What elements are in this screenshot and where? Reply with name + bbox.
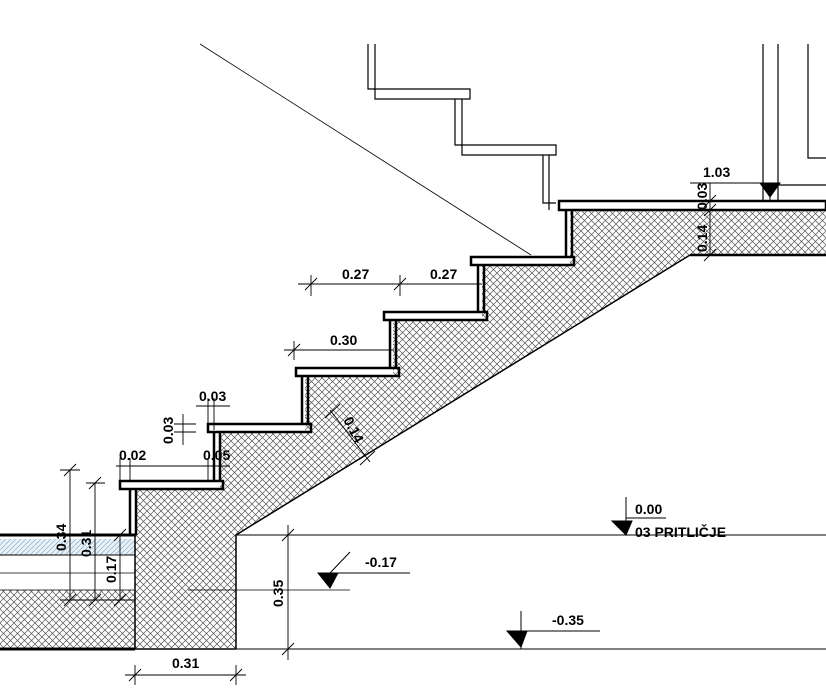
upper-stair-outline	[199, 43, 826, 256]
dim-landing-top: 0.03	[694, 183, 710, 210]
dim-height-034: 0.34	[53, 524, 69, 551]
dim-tread-a: 0.27	[342, 266, 369, 282]
stair-concrete-body	[135, 210, 690, 535]
level-ground-value: 0.00	[635, 501, 662, 517]
level-markers	[316, 182, 781, 649]
dim-gap-right: 0.05	[203, 447, 230, 463]
dim-tread-b: 0.27	[430, 266, 457, 282]
dim-nosing-height: 0.03	[160, 417, 176, 444]
stair-outline	[118, 199, 826, 536]
floor-insulation-layer	[0, 539, 135, 555]
left-floor-slab	[0, 590, 135, 648]
level-minus-017-value: -0.17	[365, 554, 397, 570]
level-minus-035-value: -0.35	[552, 612, 584, 628]
dimension-lines	[60, 182, 760, 685]
level-marker-landing	[759, 182, 781, 200]
dim-foundation-depth: 0.35	[270, 580, 286, 607]
floor-lines	[0, 533, 826, 651]
level-ground-name: 03 PRITLIČJE	[635, 523, 726, 540]
level-marker-minus-035	[505, 611, 600, 649]
level-marker-ground	[610, 497, 666, 536]
dim-nosing: 0.03	[199, 388, 226, 404]
dim-tread-c: 0.30	[330, 332, 357, 348]
dim-height-017: 0.17	[103, 556, 119, 583]
dim-landing-slab: 0.14	[694, 225, 710, 252]
dim-landing-width: 1.03	[703, 164, 730, 180]
dim-foundation-width: 0.31	[172, 655, 199, 671]
level-marker-minus-017	[316, 551, 410, 589]
dimension-labels: 0.27 0.27 0.30 0.03 0.03 0.02 0.05 0.14 …	[53, 164, 730, 671]
dim-height-031: 0.31	[78, 530, 94, 557]
concrete-fill	[0, 210, 826, 648]
level-labels: 0.00 03 PRITLIČJE -0.17 -0.35	[365, 501, 726, 628]
foundation-block	[135, 535, 236, 648]
dim-gap-left: 0.02	[119, 447, 146, 463]
landing-slab	[570, 210, 826, 255]
